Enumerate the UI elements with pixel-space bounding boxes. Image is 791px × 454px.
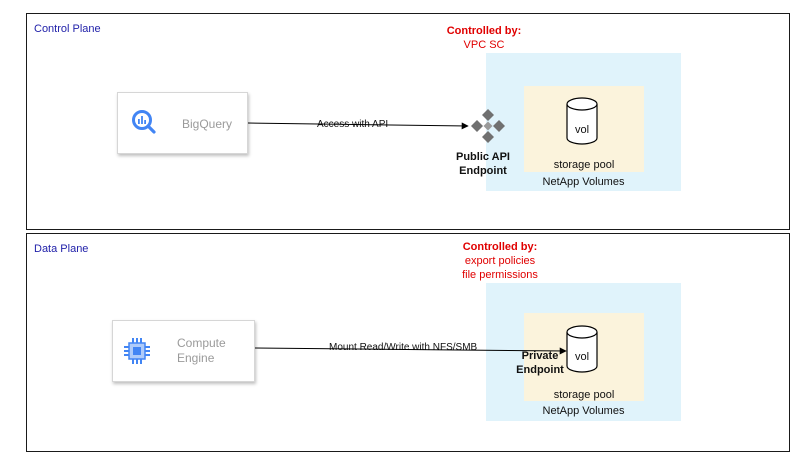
- bigquery-label: BigQuery: [182, 117, 233, 131]
- bigquery-icon: [132, 110, 156, 134]
- data-plane-frame: [26, 233, 790, 452]
- control-plane-controlled-by-item: VPC SC: [463, 39, 505, 51]
- data-plane-controlled-by-item-1: export policies: [464, 255, 536, 267]
- public-api-endpoint-label: Public API Endpoint: [443, 150, 523, 178]
- api-access-arrow: [247, 122, 469, 130]
- data-plane-storage-pool-label: storage pool: [553, 389, 615, 401]
- data-plane-volume-label: vol: [574, 351, 590, 363]
- api-endpoint-icon: [471, 109, 505, 143]
- compute-engine-icon: [124, 338, 150, 364]
- compute-engine-label-line1: Compute: [177, 336, 226, 350]
- public-api-endpoint-line1: Public API: [456, 151, 510, 163]
- compute-engine-service-card[interactable]: Compute Engine: [112, 320, 255, 382]
- control-plane-storage-pool-label: storage pool: [553, 159, 615, 171]
- data-plane-volume-cylinder: [566, 325, 598, 373]
- bigquery-service-card[interactable]: BigQuery: [117, 92, 248, 154]
- control-plane-volume-label: vol: [574, 124, 590, 136]
- public-api-endpoint-line2: Endpoint: [459, 165, 507, 177]
- data-plane-controlled-by-heading: Controlled by:: [462, 241, 538, 253]
- private-endpoint-line2: Endpoint: [516, 364, 564, 376]
- control-plane-netapp-label: NetApp Volumes: [542, 176, 625, 188]
- control-plane-controlled-by-heading: Controlled by:: [446, 25, 522, 37]
- data-plane-controlled-by-item-2: file permissions: [462, 269, 538, 281]
- control-plane-volume-cylinder: [566, 97, 598, 145]
- compute-engine-label-line2: Engine: [177, 351, 215, 365]
- mount-arrow: [254, 347, 567, 355]
- data-plane-netapp-label: NetApp Volumes: [542, 405, 625, 417]
- private-endpoint-label: Private Endpoint: [505, 349, 575, 377]
- compute-engine-label: Compute Engine: [177, 336, 226, 366]
- control-plane-title: Control Plane: [34, 23, 101, 35]
- plane-separator-top: [26, 229, 790, 230]
- private-endpoint-line1: Private: [521, 350, 559, 362]
- mount-read-write-label: Mount Read/Write with NFS/SMB: [328, 342, 479, 354]
- data-plane-title: Data Plane: [34, 243, 89, 255]
